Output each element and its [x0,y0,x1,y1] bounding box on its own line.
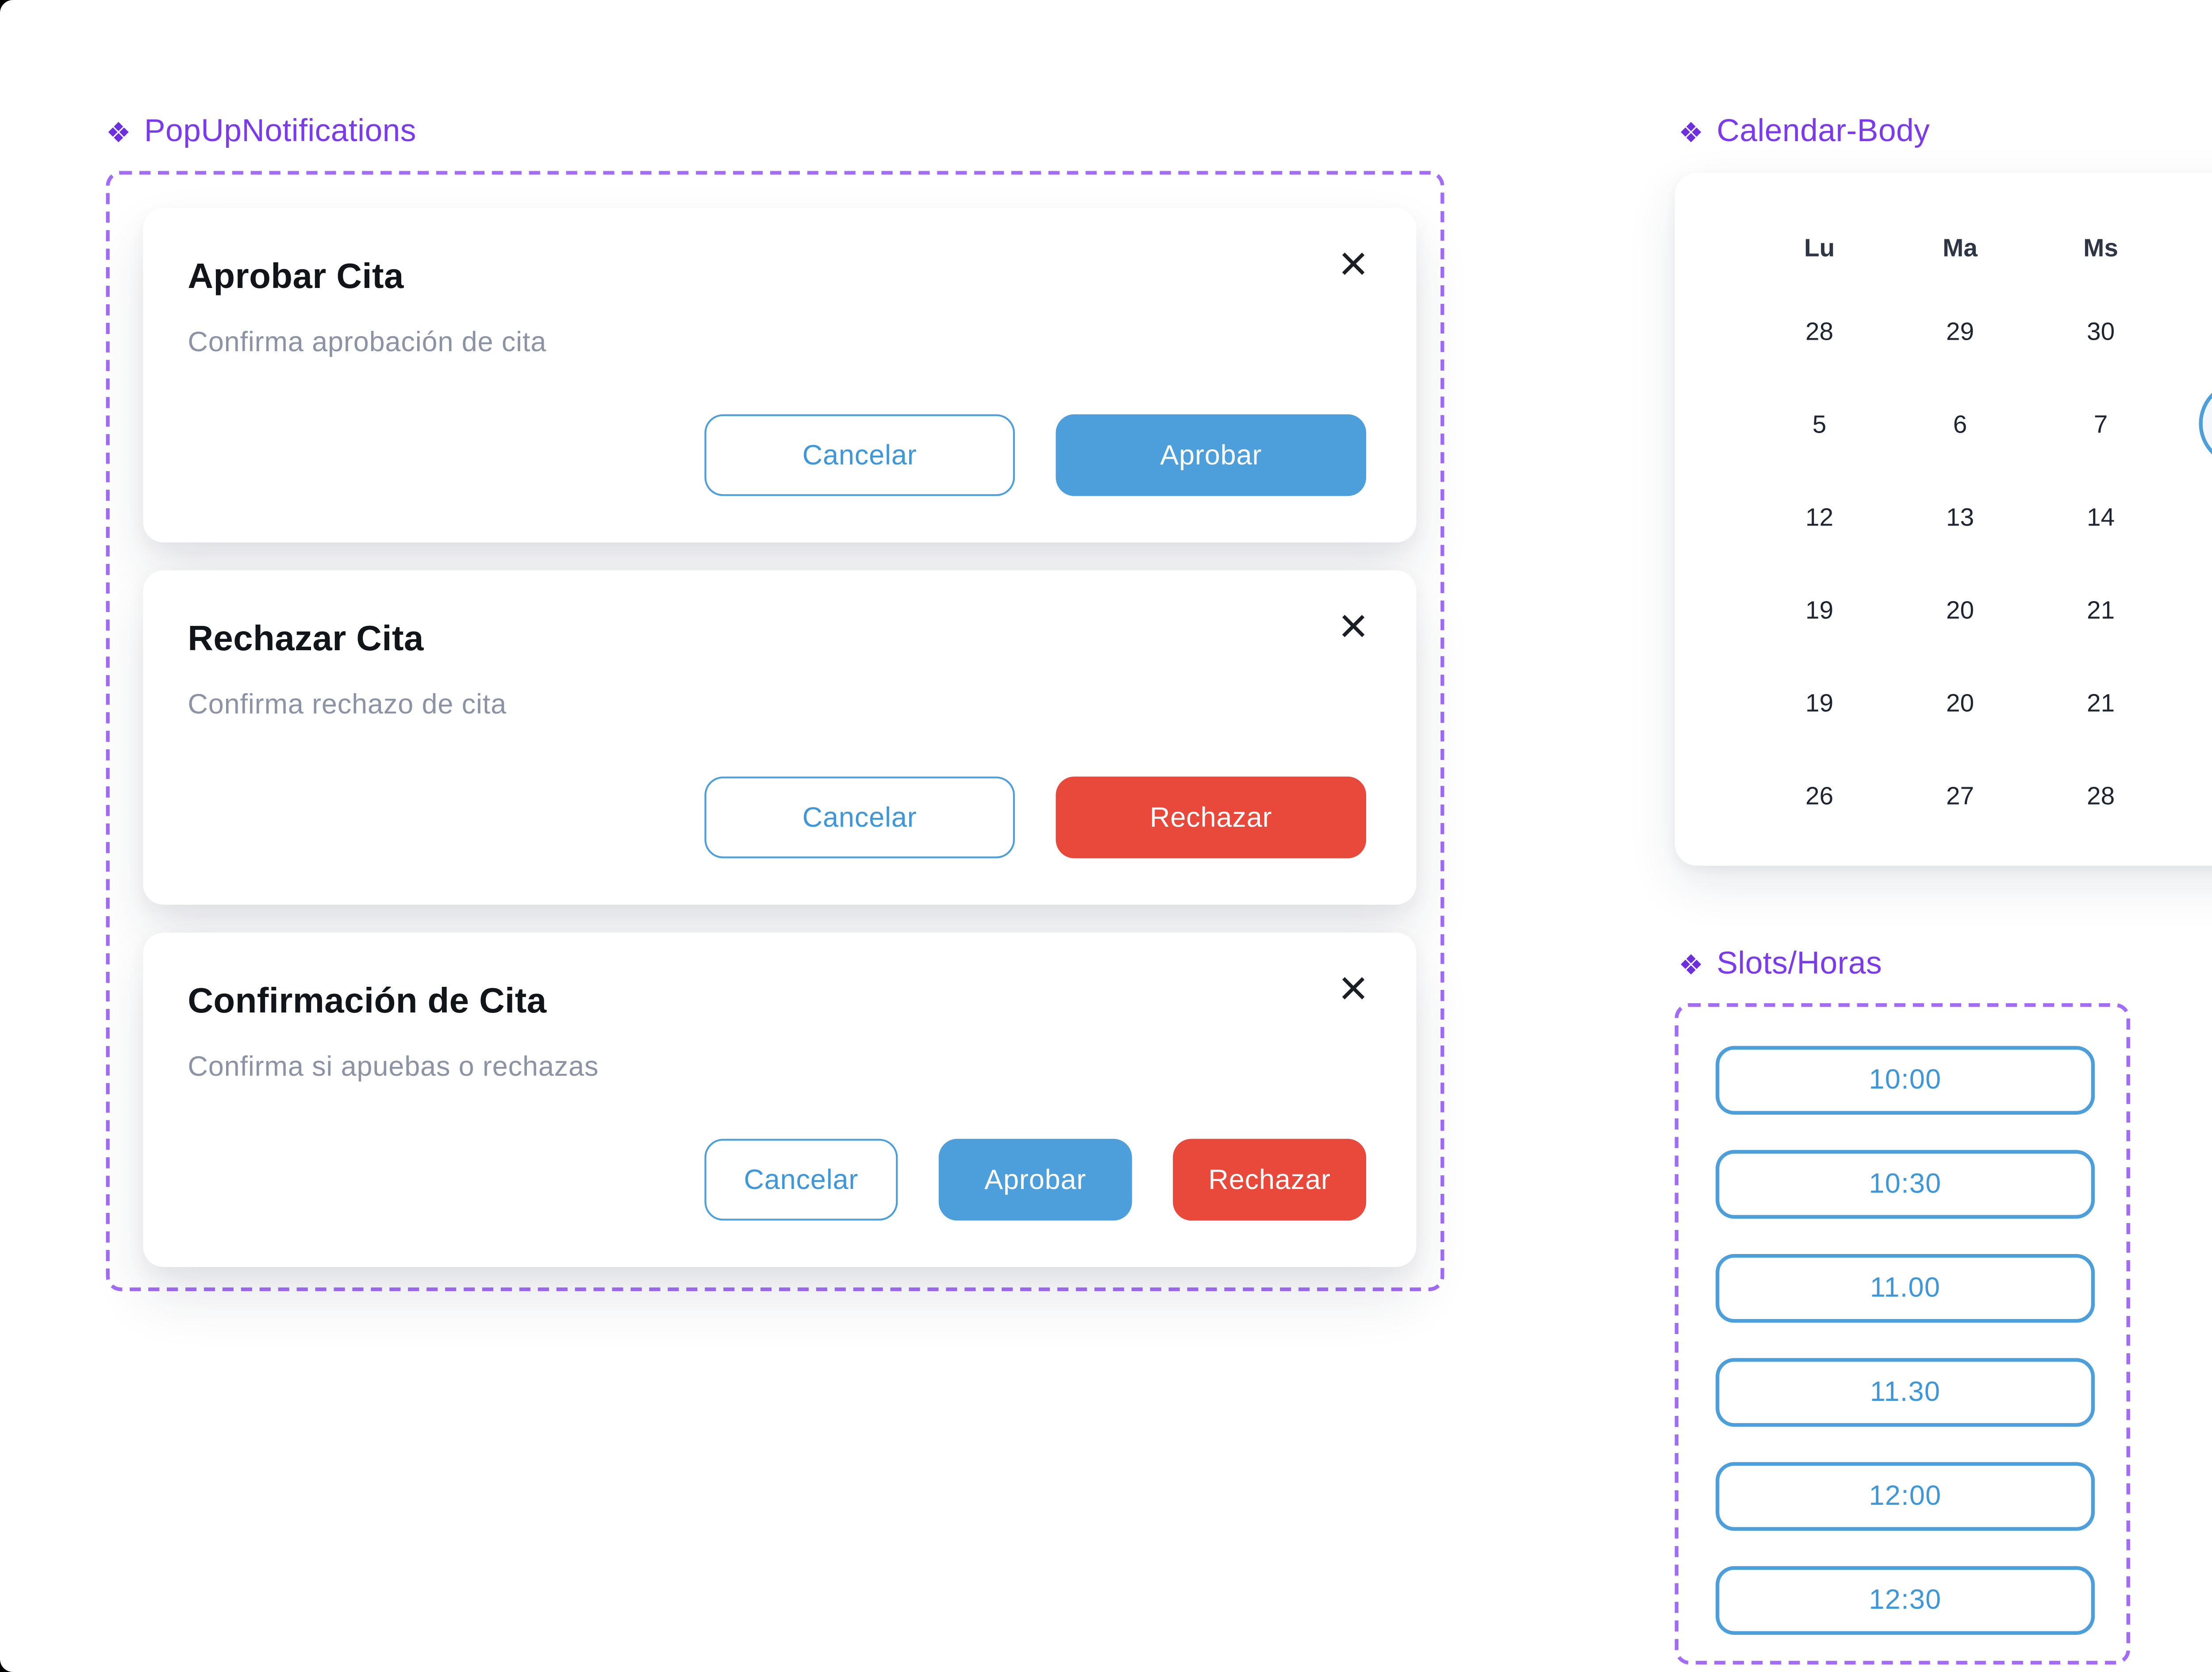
calendar-day-cell[interactable]: 26 [1805,781,1834,809]
popups-group-container: Aprobar Cita × Confirma aprobación de ci… [106,171,1444,1291]
calendar-day-cell[interactable]: 7 [2093,410,2108,438]
button-row: Cancelar Aprobar [704,414,1367,496]
calendar-week-row: 12 13 14 15 16 17 18 [1749,470,2212,563]
calendar-week-row: 5 6 7 8 9 10 11 [1749,377,2212,470]
calendar-day-cell[interactable]: 30 [2087,317,2115,345]
modal-title: Confirmación de Cita [188,982,547,1022]
section-header-popups: ❖ PopUpNotifications [106,113,416,150]
calendar-day-cell[interactable]: 21 [2087,595,2115,624]
modal-subtitle: Confirma aprobación de cita [188,327,547,359]
modal-rechazar-cita: Rechazar Cita × Confirma rechazo de cita… [143,570,1417,905]
button-row: Cancelar Aprobar Rechazar [704,1139,1367,1221]
reject-button[interactable]: Rechazar [1173,1139,1367,1221]
calendar-day-cell[interactable]: 12 [1805,502,1834,531]
time-slot-button[interactable]: 12:30 [1715,1566,2095,1635]
cancel-button[interactable]: Cancelar [704,414,1015,496]
modal-title: Rechazar Cita [188,620,424,660]
calendar-day-cell[interactable]: 15 [2171,470,2212,563]
calendar-week-row: 28 29 30 1 2 3 4 [1749,284,2212,377]
time-slot-button[interactable]: 10:00 [1715,1046,2095,1115]
modal-aprobar-cita: Aprobar Cita × Confirma aprobación de ci… [143,208,1417,543]
calendar-day-cell[interactable]: 19 [1805,595,1834,624]
section-title: PopUpNotifications [144,113,416,149]
selected-day-ring[interactable]: 8 [2198,380,2212,467]
calendar-day-cell[interactable]: 28 [2087,781,2115,809]
calendar-day-cell[interactable]: 13 [1946,502,1974,531]
calendar-day-cell[interactable]: 1 [2171,284,2212,377]
calendar-day-cell[interactable]: 6 [1953,410,1967,438]
calendar-grid: Lu Ma Ms Ju Vie Sa Do 28 29 30 1 2 3 4 [1749,210,2212,842]
reject-button[interactable]: Rechazar [1056,776,1367,859]
weekday-label: Ju [2171,210,2212,284]
calendar-day-cell[interactable]: 28 [1805,317,1834,345]
close-icon[interactable]: × [1338,960,1368,1016]
component-diamond-icon: ❖ [106,115,131,149]
calendar-week-row: 26 27 28 29 30 31 1 [1749,749,2212,842]
modal-subtitle: Confirma si apuebas o rechazas [188,1051,599,1083]
calendar-day-cell[interactable]: 19 [1805,688,1834,717]
section-header-calendar: ❖ Calendar-Body [1678,113,1930,150]
button-row: Cancelar Rechazar [704,776,1367,859]
calendar-body: Lu Ma Ms Ju Vie Sa Do 28 29 30 1 2 3 4 [1674,173,2212,866]
calendar-day-cell-selected-outline[interactable]: 8 [2171,377,2212,470]
modal-confirmacion-cita: Confirmación de Cita × Confirma si apueb… [143,932,1417,1267]
calendar-day-cell[interactable]: 21 [2087,688,2115,717]
modal-title: Aprobar Cita [188,258,404,297]
weekday-label: Ma [1943,233,1978,261]
calendar-day-cell[interactable]: 20 [1946,595,1974,624]
approve-button[interactable]: Aprobar [938,1139,1132,1221]
cancel-button[interactable]: Cancelar [704,1139,898,1221]
time-slot-button[interactable]: 11.30 [1715,1358,2095,1427]
calendar-day-cell[interactable]: 14 [2087,502,2115,531]
calendar-week-row: 19 20 21 22 23 24 25 [1749,656,2212,749]
time-slot-button[interactable]: 11.00 [1715,1254,2095,1323]
weekday-label: Lu [1804,233,1835,261]
calendar-day-cell[interactable]: 5 [1812,410,1827,438]
calendar-day-cell[interactable]: 22 [2171,656,2212,749]
section-header-slots: ❖ Slots/Horas [1678,946,1882,983]
approve-button[interactable]: Aprobar [1056,414,1367,496]
calendar-day-cell[interactable]: 20 [1946,688,1974,717]
time-slot-button[interactable]: 12:00 [1715,1462,2095,1531]
section-title: Slots/Horas [1717,945,1882,981]
calendar-week-row: 19 20 21 22 23 24 25 [1749,563,2212,656]
time-slot-button[interactable]: 10:30 [1715,1150,2095,1219]
calendar-day-cell[interactable]: 27 [1946,781,1974,809]
modal-subtitle: Confirma rechazo de cita [188,689,507,721]
weekday-label: Ms [2083,233,2119,261]
calendar-day-cell[interactable]: 29 [2171,749,2212,842]
close-icon[interactable]: × [1338,236,1368,292]
cancel-button[interactable]: Cancelar [704,776,1015,859]
calendar-day-cell[interactable]: 22 [2171,563,2212,656]
section-title: Calendar-Body [1717,113,1930,149]
slots-group-container: 10:00 10:30 11.00 11.30 12:00 12:30 [1674,1003,2130,1665]
calendar-weekday-row: Lu Ma Ms Ju Vie Sa Do [1749,210,2212,284]
close-icon[interactable]: × [1338,598,1368,654]
component-diamond-icon: ❖ [1678,947,1704,981]
component-diamond-icon: ❖ [1678,115,1704,149]
calendar-day-cell[interactable]: 29 [1946,317,1974,345]
